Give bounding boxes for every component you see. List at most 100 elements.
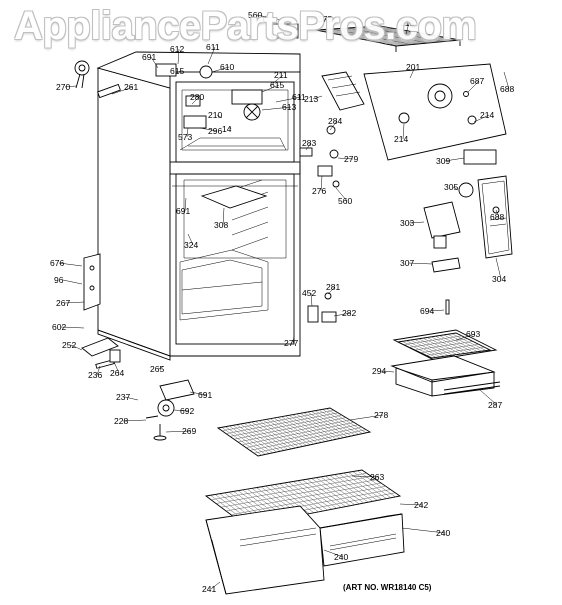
part-label-212: 212 [400,18,414,28]
part-label-560: 560 [248,10,262,20]
part-label-305: 305 [444,182,458,192]
panel-201 [321,63,507,161]
leader-line-615 [178,70,181,73]
leader-line-214 [473,114,490,123]
part-309 [463,149,497,165]
leader-line-283 [305,142,312,151]
part-307 [431,257,461,273]
leader-line-692 [173,409,190,412]
part-label-280: 280 [190,92,204,102]
part-270-assembly [74,60,90,89]
part-label-573: 573 [178,132,192,142]
leader-line-294 [380,370,395,373]
part-label-96: 96 [54,275,64,285]
leader-line-281 [327,286,336,295]
leader-line-280 [191,96,200,105]
shelf-228 [216,407,372,457]
leader-line-615 [261,84,280,93]
part-label-267: 267 [56,298,70,308]
part-label-278: 278 [374,410,388,420]
leader-line-573 [186,127,189,138]
leader-line-693 [455,333,476,341]
light-housing-304 [477,175,513,259]
leader-line-277 [292,335,295,344]
leader-line-275 [305,18,328,29]
part-label-308: 308 [214,220,228,230]
part-label-279: 279 [344,154,358,164]
leader-line-282 [333,312,352,317]
part-label-676: 676 [50,258,64,268]
leader-line-613 [261,106,292,111]
part-label-282: 282 [342,308,356,318]
bottom-left-parts [81,337,121,369]
hinge-parts [299,125,340,188]
leader-line-694 [428,309,445,312]
part-label-210: 210 [208,110,222,120]
leader-line-267 [64,301,85,304]
part-label-284: 284 [328,116,342,126]
part-label-691: 691 [176,206,190,216]
leader-line-212 [405,22,410,35]
crisper-assembly [204,469,405,595]
leader-line-691 [150,56,159,69]
art-number: (ART NO. WR18140 C5) [343,583,432,592]
part-label-452: 452 [302,288,316,298]
base-parts [145,379,195,441]
leader-line-261 [111,86,134,95]
hinge-267 [83,253,101,311]
leader-line-560 [335,187,348,202]
part-label-324: 324 [184,240,198,250]
part-label-610: 610 [220,62,234,72]
cabinet [96,51,301,361]
part-label-694: 694 [420,306,434,316]
part-label-242: 242 [414,500,428,510]
leader-line-264 [113,361,120,374]
part-label-201: 201 [406,62,420,72]
leader-line-308 [222,207,225,226]
part-label-560: 560 [338,196,352,206]
leader-line-687 [467,80,480,93]
leader-line-688 [495,209,500,218]
leader-line-560 [256,14,293,23]
leader-line-14 [229,125,232,130]
part-label-307: 307 [400,258,414,268]
leader-line-284 [329,120,338,131]
leader-line-263 [351,475,380,478]
part-label-283: 283 [302,138,316,148]
drawer-set-right [390,329,501,397]
part-label-228: 228 [114,416,128,426]
part-label-691: 691 [142,52,156,62]
part-label-693: 693 [466,329,480,339]
leader-line-611 [275,96,302,103]
leader-line-240 [323,549,344,558]
part-label-612: 612 [170,44,184,54]
leader-line-96 [62,279,83,285]
part-label-277: 277 [284,338,298,348]
control-303 [423,201,461,249]
leader-line-279 [337,157,354,160]
leader-line-240 [401,527,446,534]
part-label-611: 611 [206,42,220,52]
part-label-687: 687 [470,76,484,86]
leader-line-265 [158,365,165,370]
leader-line-242 [399,503,424,506]
part-label-214: 214 [480,110,494,120]
lower-hinge-parts [307,292,450,323]
leader-line-210 [216,114,223,119]
part-label-287: 287 [488,400,502,410]
leader-line-304 [495,257,502,280]
part-label-211: 211 [274,70,288,80]
part-label-304: 304 [492,274,506,284]
part-label-615: 615 [170,66,184,76]
leader-line-213 [312,95,323,100]
part-label-611: 611 [292,92,306,102]
part-label-303: 303 [400,218,414,228]
part-label-269: 269 [182,426,196,436]
leader-line-452 [310,292,313,307]
leader-line-691 [189,391,208,396]
leader-line-237 [124,396,139,401]
leader-line-241 [210,581,221,590]
